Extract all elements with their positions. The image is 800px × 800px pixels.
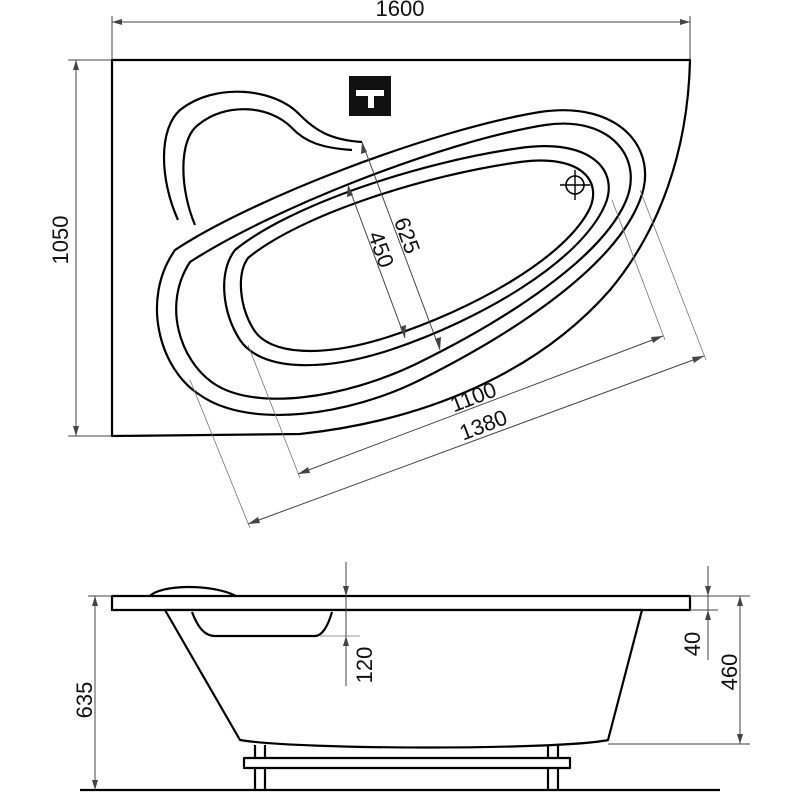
dimension-overall-width: 1600	[111, 0, 691, 60]
dimension-tub-depth: 460	[608, 595, 750, 745]
overall-depth-label: 1050	[48, 216, 73, 265]
basin-rim-inner	[175, 122, 632, 400]
overall-width-label: 1600	[376, 0, 425, 21]
dimension-rim-thickness: 40	[680, 566, 718, 660]
drain-icon	[560, 170, 590, 200]
headrest-inner-outline	[182, 108, 353, 226]
faucet-icon	[349, 76, 391, 116]
basin-bottom-outline	[223, 145, 610, 367]
headrest-recess	[190, 611, 334, 638]
dimension-overall-depth: 1050	[48, 59, 112, 437]
side-view: 635 120 40 460	[72, 562, 750, 792]
top-view: 1600 1050	[48, 0, 707, 529]
tub-body-profile	[163, 608, 644, 749]
headrest-offset-label: 120	[352, 647, 377, 684]
rim-thickness-label: 40	[680, 632, 705, 656]
headrest-outline	[162, 90, 363, 221]
headrest-profile	[149, 585, 237, 597]
basin-bottom-inner-outline	[239, 159, 595, 353]
dimension-total-height: 635	[72, 595, 112, 790]
tub-depth-label: 460	[717, 654, 742, 691]
tub-base	[80, 745, 720, 792]
basin-rim-outer	[155, 109, 647, 416]
rim-slab	[110, 594, 692, 612]
total-height-label: 635	[72, 682, 97, 719]
dimension-headrest-offset: 120	[320, 562, 377, 686]
tub-deck-outline	[110, 58, 692, 438]
